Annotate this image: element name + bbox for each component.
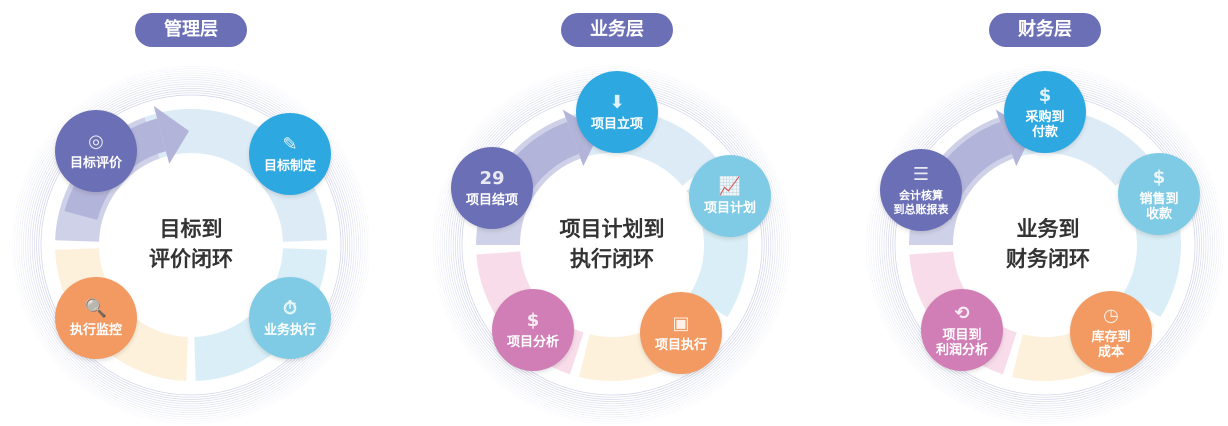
loop-title: 目标到评价闭环: [111, 214, 271, 274]
loop-title-line: 执行闭环: [570, 247, 654, 271]
node-label: 成本: [1097, 344, 1124, 360]
decorative-ring: [866, 66, 1224, 424]
decorative-ring: [433, 66, 791, 424]
arrow-head: [562, 109, 601, 167]
document-search-icon: 🔍: [84, 298, 108, 319]
decorative-ring: [435, 68, 789, 422]
loop-title-line: 目标到: [159, 217, 223, 241]
node-label: 收款: [1145, 206, 1172, 222]
decorative-ring: [27, 81, 355, 409]
node-accounting-to-ledger[interactable]: ☰ 会计核算到总账报表: [880, 149, 962, 231]
money-bag-icon: $: [1152, 166, 1166, 188]
node-label: 到总账报表: [893, 202, 949, 216]
decorative-ring: [18, 72, 364, 418]
node-project-to-profit[interactable]: ⟲ 项目到利润分析: [921, 289, 1003, 371]
invoice-icon: ☰: [912, 163, 930, 185]
decorative-ring: [31, 85, 351, 405]
node-label: 执行监控: [69, 323, 122, 338]
node-project-initiation[interactable]: ⬇ 项目立项: [576, 71, 658, 153]
node-inventory-to-cost[interactable]: ◷ 库存到成本: [1070, 291, 1152, 373]
decorative-ring: [16, 70, 366, 420]
node-label: 项目计划: [703, 201, 756, 216]
layer-badge-management: 管理层: [135, 13, 247, 47]
presentation-icon: ▣: [672, 313, 690, 334]
node-label: 项目结项: [465, 193, 518, 208]
loop-title: 业务到财务闭环: [968, 214, 1128, 274]
decorative-ring: [23, 77, 359, 413]
loop-title-line: 财务闭环: [1006, 247, 1090, 271]
node-label: 采购到: [1025, 109, 1065, 125]
clock-coins-icon: ◷: [1103, 304, 1119, 326]
node-label: 项目立项: [590, 117, 643, 132]
decorative-ring: [34, 88, 348, 402]
decorative-ring: [29, 83, 353, 407]
node-project-closure[interactable]: 29 项目结项: [451, 147, 533, 229]
node-label: 付款: [1031, 124, 1058, 140]
layer-badge-finance: 财务层: [989, 13, 1101, 47]
node-order-to-cash[interactable]: $ 销售到收款: [1118, 153, 1200, 235]
decorative-ring: [36, 90, 346, 400]
node-execution-monitoring[interactable]: 🔍 执行监控: [55, 277, 137, 359]
node-project-analysis[interactable]: $ 项目分析: [492, 289, 574, 371]
node-business-execution[interactable]: ⏱ 业务执行: [249, 277, 331, 359]
loop-title-line: 评价闭环: [149, 247, 233, 271]
arrow-head: [153, 105, 190, 164]
node-label: 项目执行: [654, 338, 707, 353]
node-label: 销售到: [1139, 191, 1179, 207]
node-project-plan[interactable]: 📈 项目计划: [689, 155, 771, 237]
node-label: 项目分析: [506, 335, 559, 350]
decorative-ring: [25, 79, 357, 411]
decorative-ring: [437, 70, 787, 420]
decorative-ring: [38, 92, 344, 398]
decorative-ring: [868, 68, 1222, 422]
node-label: 会计核算: [899, 188, 943, 202]
node-label: 目标制定: [263, 159, 316, 174]
decorative-ring: [40, 94, 342, 396]
loop-title-line: 业务到: [1016, 217, 1080, 241]
decorative-ring: [12, 66, 370, 424]
decorative-ring: [14, 68, 368, 422]
layer-badge-business: 业务层: [561, 13, 673, 47]
dollar-gear-icon: $: [1038, 84, 1052, 106]
node-goal-setting[interactable]: ✎ 目标制定: [249, 113, 331, 195]
node-label: 业务执行: [263, 323, 316, 338]
loop-title-line: 项目计划到: [559, 217, 665, 241]
inbox-download-icon: ⬇: [609, 92, 625, 113]
node-project-execution[interactable]: ▣ 项目执行: [640, 292, 722, 374]
node-label: 利润分析: [935, 342, 988, 358]
node-label: 项目到: [942, 327, 982, 343]
stopwatch-icon: ⏱: [282, 298, 298, 319]
node-label: 库存到: [1091, 329, 1131, 345]
node-procure-to-pay[interactable]: $ 采购到付款: [1004, 71, 1086, 153]
target-icon: ◎: [88, 131, 104, 152]
loop-title: 项目计划到执行闭环: [532, 214, 692, 274]
node-goal-evaluation[interactable]: ◎ 目标评价: [55, 110, 137, 192]
dollar-cycle-icon: ⟲: [954, 302, 970, 324]
calendar-icon: 29: [479, 168, 505, 189]
decorative-ring: [870, 70, 1220, 420]
document-pen-icon: ✎: [282, 134, 298, 155]
node-label: 目标评价: [69, 156, 122, 171]
decorative-ring: [20, 74, 362, 416]
line-chart-icon: 📈: [718, 176, 742, 197]
dollar-search-icon: $: [526, 310, 540, 331]
